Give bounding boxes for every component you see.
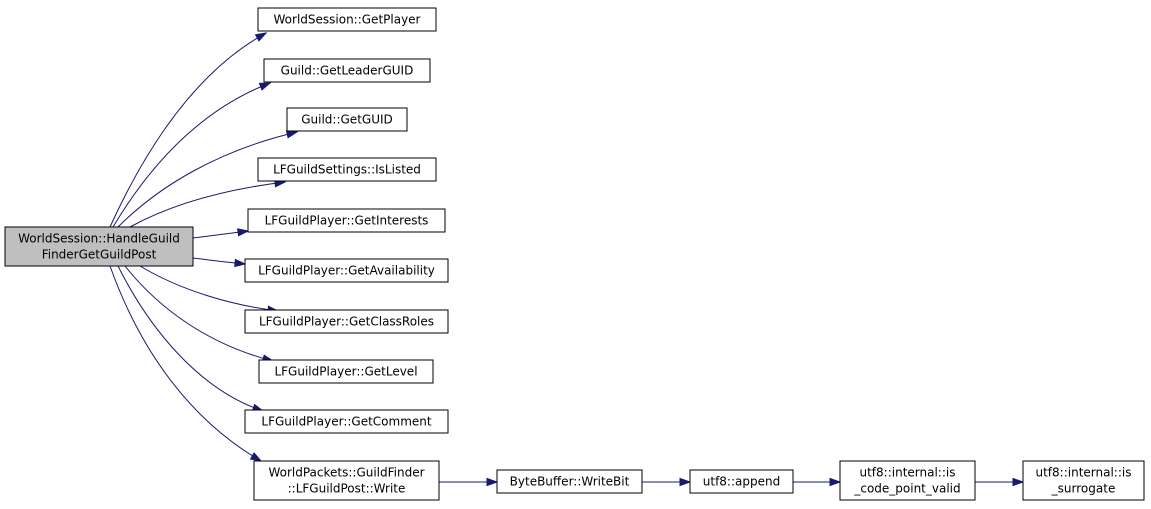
node-getinterests-label-0: LFGuildPlayer::GetInterests — [265, 214, 429, 228]
arrowhead-getinterests — [237, 228, 250, 237]
arrowhead-iscodepointvalid — [829, 477, 842, 487]
arrowhead-getguid — [285, 130, 299, 139]
node-getclassroles-box — [244, 309, 449, 334]
node-getinterests[interactable]: LFGuildPlayer::GetInterests — [247, 208, 446, 233]
node-getavailability[interactable]: LFGuildPlayer::GetAvailability — [244, 258, 449, 283]
node-getcomment-label-0: LFGuildPlayer::GetComment — [261, 415, 431, 429]
node-getlevel-label-0: LFGuildPlayer::GetLevel — [274, 365, 417, 379]
node-getlevel-box — [258, 359, 434, 384]
node-append-label-0: utf8::append — [703, 475, 780, 489]
node-lfguildpostwrite[interactable]: WorldPackets::GuildFinder::LFGuildPost::… — [253, 460, 440, 501]
node-islisted-label-0: LFGuildSettings::IsListed — [273, 163, 421, 177]
node-issurrogate-box — [1022, 460, 1145, 501]
node-root-box — [4, 226, 194, 267]
edge-root-to-getclassroles — [139, 265, 279, 312]
node-issurrogate-label-0: utf8::internal::is — [1036, 466, 1132, 480]
node-getleaderguid[interactable]: Guild::GetLeaderGUID — [263, 58, 431, 83]
node-writebit-box — [496, 469, 643, 494]
node-iscodepointvalid-box — [839, 460, 976, 501]
arrowhead-writebit — [486, 477, 499, 487]
node-getplayer[interactable]: WorldSession::GetPlayer — [257, 7, 437, 32]
edge-root-to-getcomment — [117, 265, 264, 412]
node-append-box — [689, 469, 794, 494]
node-root[interactable]: WorldSession::HandleGuildFinderGetGuildP… — [4, 226, 194, 267]
node-islisted[interactable]: LFGuildSettings::IsListed — [257, 157, 437, 182]
arrowhead-getavailability — [234, 258, 247, 268]
node-lfguildpostwrite-box — [253, 460, 440, 501]
node-getcomment-box — [244, 409, 449, 434]
arrowhead-issurrogate — [1012, 477, 1025, 487]
node-getclassroles-label-0: LFGuildPlayer::GetClassRoles — [259, 315, 434, 329]
node-getavailability-label-0: LFGuildPlayer::GetAvailability — [258, 264, 435, 278]
node-writebit[interactable]: ByteBuffer::WriteBit — [496, 469, 643, 494]
node-iscodepointvalid-label-0: utf8::internal::is — [860, 466, 956, 480]
node-issurrogate-label-1: _surrogate — [1051, 482, 1116, 496]
node-root-label-1: FinderGetGuildPost — [42, 248, 157, 262]
node-writebit-label-0: ByteBuffer::WriteBit — [510, 475, 630, 489]
node-getleaderguid-box — [263, 58, 431, 83]
edge-root-to-getguid — [117, 131, 298, 228]
node-lfguildpostwrite-label-0: WorldPackets::GuildFinder — [268, 466, 424, 480]
node-issurrogate[interactable]: utf8::internal::is_surrogate — [1022, 460, 1145, 501]
node-getguid-label-0: Guild::GetGUID — [301, 113, 393, 127]
node-iscodepointvalid-label-1: _code_point_valid — [853, 482, 960, 496]
node-getcomment[interactable]: LFGuildPlayer::GetComment — [244, 409, 449, 434]
edge-root-to-getleaderguid — [112, 82, 271, 228]
nodes-layer: WorldSession::HandleGuildFinderGetGuildP… — [4, 7, 1145, 501]
node-lfguildpostwrite-label-1: ::LFGuildPost::Write — [288, 482, 406, 496]
arrowhead-append — [679, 477, 692, 487]
edge-root-to-lfguildpostwrite — [109, 265, 262, 462]
node-getplayer-box — [257, 7, 437, 32]
edge-root-to-getplayer — [109, 32, 267, 228]
arrowhead-getplayer — [254, 32, 268, 42]
node-append[interactable]: utf8::append — [689, 469, 794, 494]
edge-root-to-getlevel — [124, 265, 274, 362]
node-getclassroles[interactable]: LFGuildPlayer::GetClassRoles — [244, 309, 449, 334]
node-getinterests-box — [247, 208, 446, 233]
arrowhead-getleaderguid — [258, 82, 272, 91]
arrowhead-lfguildpostwrite — [249, 452, 263, 462]
node-getavailability-box — [244, 258, 449, 283]
node-iscodepointvalid[interactable]: utf8::internal::is_code_point_valid — [839, 460, 976, 501]
edges-layer — [109, 32, 1025, 487]
edge-root-to-islisted — [129, 181, 286, 228]
node-root-label-0: WorldSession::HandleGuild — [18, 232, 180, 246]
node-getleaderguid-label-0: Guild::GetLeaderGUID — [281, 64, 414, 78]
node-getlevel[interactable]: LFGuildPlayer::GetLevel — [258, 359, 434, 384]
node-getguid-box — [286, 107, 408, 132]
node-islisted-box — [257, 157, 437, 182]
node-getguid[interactable]: Guild::GetGUID — [286, 107, 408, 132]
node-getplayer-label-0: WorldSession::GetPlayer — [274, 13, 421, 27]
